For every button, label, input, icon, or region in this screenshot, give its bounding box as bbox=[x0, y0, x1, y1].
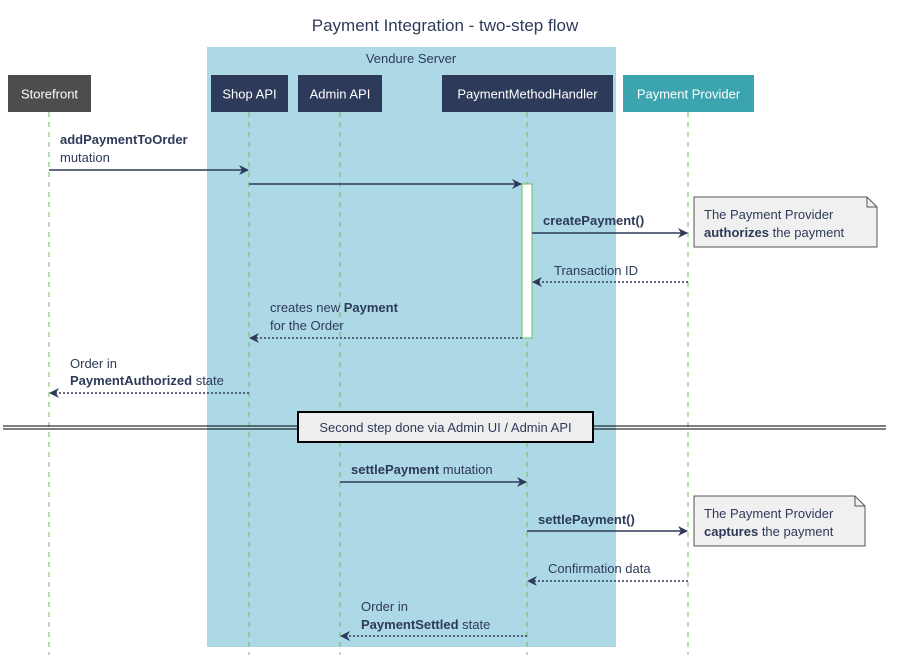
note-text: the payment bbox=[769, 225, 845, 240]
svg-text:creates new Payment: creates new Payment bbox=[270, 300, 399, 315]
divider: Second step done via Admin UI / Admin AP… bbox=[3, 411, 886, 443]
participant-storefront: Storefront bbox=[8, 75, 91, 112]
message-payment-settled: Order in PaymentSettled state bbox=[340, 599, 527, 641]
participant-label: Shop API bbox=[222, 87, 276, 102]
message-text: state bbox=[459, 617, 491, 632]
divider-label: Second step done via Admin UI / Admin AP… bbox=[319, 420, 571, 435]
message-creates-payment: creates new Payment for the Order bbox=[249, 300, 522, 343]
message-add-payment-to-order: addPaymentToOrder mutation bbox=[49, 132, 249, 175]
message-settle-payment-mutation: settlePayment mutation bbox=[340, 462, 527, 487]
message-settle-payment: settlePayment() bbox=[527, 512, 688, 536]
participant-shop-api: Shop API bbox=[211, 75, 288, 112]
group-label: Vendure Server bbox=[366, 51, 457, 66]
svg-text:settlePayment mutation: settlePayment mutation bbox=[351, 462, 493, 477]
participant-label: Payment Provider bbox=[637, 87, 741, 102]
note-bold-text: captures bbox=[704, 524, 758, 539]
participant-handler: PaymentMethodHandler bbox=[442, 75, 613, 112]
message-bold-text: Payment bbox=[344, 300, 399, 315]
note-text: The Payment Provider bbox=[704, 207, 834, 222]
diagram-title: Payment Integration - two-step flow bbox=[312, 16, 579, 35]
vendure-server-group bbox=[207, 47, 616, 647]
note-authorizes: The Payment Provider authorizes the paym… bbox=[693, 196, 878, 248]
note-captures: The Payment Provider captures the paymen… bbox=[693, 495, 866, 547]
message-text: Order in bbox=[70, 356, 117, 371]
svg-text:PaymentSettled state: PaymentSettled state bbox=[361, 617, 490, 632]
message-text: mutation bbox=[60, 150, 110, 165]
participant-label: Admin API bbox=[310, 87, 371, 102]
message-text: Transaction ID bbox=[554, 263, 638, 278]
note-bold-text: authorizes bbox=[704, 225, 769, 240]
participant-admin-api: Admin API bbox=[298, 75, 382, 112]
participant-label: PaymentMethodHandler bbox=[457, 87, 598, 102]
message-text: Order in bbox=[361, 599, 408, 614]
message-text: Confirmation data bbox=[548, 561, 651, 576]
message-text: mutation bbox=[439, 462, 492, 477]
message-create-payment: createPayment() bbox=[532, 213, 688, 238]
message-text: for the Order bbox=[270, 318, 344, 333]
svg-text:addPaymentToOrder: addPaymentToOrder bbox=[60, 132, 188, 147]
message-bold-text: addPaymentToOrder bbox=[60, 132, 188, 147]
activation-bar bbox=[521, 183, 533, 339]
message-text: state bbox=[192, 373, 224, 388]
note-text: The Payment Provider bbox=[704, 506, 834, 521]
message-bold-text: settlePayment bbox=[351, 462, 440, 477]
participant-provider: Payment Provider bbox=[623, 75, 754, 112]
message-bold-text: PaymentSettled bbox=[361, 617, 459, 632]
message-confirmation-data: Confirmation data bbox=[527, 561, 688, 586]
message-bold-text: createPayment() bbox=[543, 213, 644, 228]
message-text: creates new bbox=[270, 300, 344, 315]
message-payment-authorized: Order in PaymentAuthorized state bbox=[49, 356, 249, 398]
svg-text:captures the payment: captures the payment bbox=[704, 524, 834, 539]
participant-label: Storefront bbox=[21, 87, 78, 102]
svg-text:PaymentAuthorized state: PaymentAuthorized state bbox=[70, 373, 224, 388]
message-bold-text: settlePayment() bbox=[538, 512, 635, 527]
message-bold-text: PaymentAuthorized bbox=[70, 373, 192, 388]
note-text: the payment bbox=[758, 524, 834, 539]
message-transaction-id: Transaction ID bbox=[532, 263, 688, 287]
svg-text:authorizes the payment: authorizes the payment bbox=[704, 225, 845, 240]
